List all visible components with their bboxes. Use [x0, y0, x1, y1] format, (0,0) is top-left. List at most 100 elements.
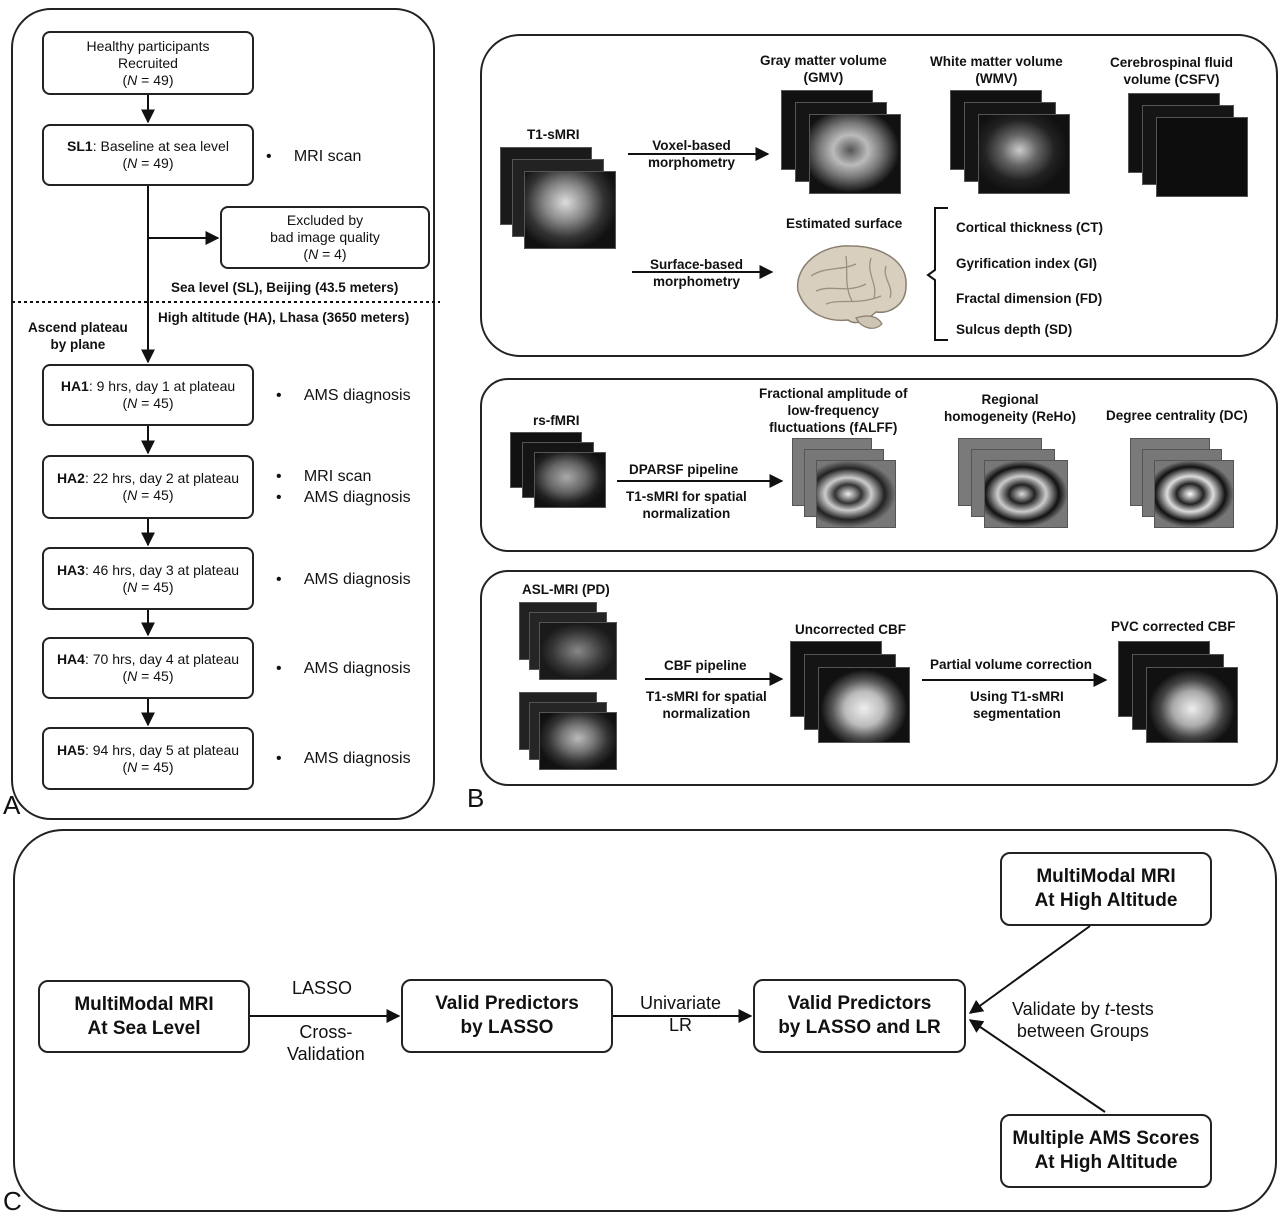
- ha4-n: (N = 45): [122, 668, 174, 684]
- dc-slice-1: [1154, 460, 1234, 528]
- high-altitude-label: High altitude (HA), Lhasa (3650 meters): [158, 310, 410, 325]
- wmv-stack: [950, 90, 1080, 196]
- ucbf-slice-1: [818, 667, 910, 743]
- pvc-corrected-label: PVC corrected CBF: [1111, 619, 1236, 634]
- asl-mri-label: ASL-MRI (PD): [522, 582, 610, 597]
- ha5-box: HA5: 94 hrs, day 5 at plateau (N = 45): [42, 727, 254, 790]
- recruit-line2: Recruited: [118, 54, 178, 71]
- panel-b-letter: B: [467, 783, 485, 813]
- dparsf-label: DPARSF pipeline: [629, 462, 739, 477]
- asl-stack-top: [519, 602, 624, 684]
- vbm-label: Voxel-based morphometry: [648, 138, 736, 170]
- csfv-slice-1: [1156, 117, 1248, 197]
- ha4-box: HA4: 70 hrs, day 4 at plateau (N = 45): [42, 637, 254, 699]
- lasso-label: LASSO: [292, 978, 353, 998]
- pd-slice-1: [539, 712, 617, 770]
- valid-lasso-lr-box: Valid Predictors by LASSO and LR: [753, 979, 966, 1053]
- univariate-lr-label: Univariate LR: [640, 993, 722, 1035]
- rs-fmri-stack: [510, 432, 610, 512]
- seg-label: Using T1-sMRI segmentation: [970, 689, 1064, 721]
- csfv-label: Cerebrospinal fluid volume (CSFV): [1110, 55, 1234, 87]
- arrow-ha-mri-to-lr: [968, 925, 1091, 1014]
- ha2-text: HA2: 22 hrs, day 2 at plateau: [56, 470, 240, 486]
- panel-b-perfusion-frame: [480, 570, 1278, 786]
- asl-slice-1: [539, 622, 617, 680]
- metrics-brace: [926, 207, 948, 341]
- ha4-note: • AMS diagnosis: [276, 660, 411, 677]
- ha3-box: HA3: 46 hrs, day 3 at plateau (N = 45): [42, 547, 254, 610]
- wmv-slice-1: [978, 114, 1070, 194]
- panel-b-functional-frame: [480, 378, 1278, 552]
- panel-b-structural-frame: [480, 34, 1278, 357]
- reho-stack: [958, 438, 1073, 530]
- t1-smri-stack: [500, 147, 620, 251]
- metric-fd: Fractal dimension (FD): [956, 291, 1103, 306]
- uncorrected-cbf-stack: [790, 641, 915, 745]
- validate-label: Validate by t-tests between Groups: [1012, 999, 1154, 1041]
- recruit-box: Healthy participants Recruited (N = 49): [42, 31, 254, 95]
- valid-lasso-box: Valid Predictors by LASSO: [401, 979, 613, 1053]
- ha2-note-ams: • AMS diagnosis: [276, 489, 411, 506]
- ha2-note-mri: • MRI scan: [276, 468, 372, 485]
- ha3-text: HA3: 46 hrs, day 3 at plateau: [56, 561, 240, 578]
- panel-a-letter: A: [3, 790, 21, 820]
- ha4-text: HA4: 70 hrs, day 4 at plateau: [56, 651, 240, 667]
- ascend-label: Ascend plateau by plane: [28, 320, 128, 352]
- excluded-box: Excluded by bad image quality (N = 4): [220, 206, 430, 269]
- metric-gi: Gyrification index (GI): [956, 256, 1098, 271]
- ha1-n: (N = 45): [122, 395, 174, 411]
- t1-slice-1: [524, 171, 616, 249]
- pvc-label: Partial volume correction: [930, 657, 1093, 672]
- dc-label: Degree centrality (DC): [1106, 408, 1248, 423]
- brain-surface-illustration: [796, 245, 907, 329]
- ha-mri-box: MultiModal MRI At High Altitude: [1000, 852, 1212, 926]
- excluded-n: (N = 4): [303, 246, 347, 262]
- cross-validation-label: Cross- Validation: [287, 1022, 365, 1064]
- panel-c-letter: C: [3, 1186, 22, 1216]
- gmv-label: Gray matter volume (GMV): [760, 53, 887, 85]
- recruit-n: (N = 49): [122, 71, 174, 88]
- fmri-norm-label: T1-sMRI for spatial normalization: [626, 489, 747, 521]
- sl1-text: SL1: Baseline at sea level: [67, 138, 229, 154]
- sea-level-label: Sea level (SL), Beijing (43.5 meters): [171, 280, 399, 295]
- ha5-n: (N = 45): [122, 758, 174, 775]
- sl1-note: • MRI scan: [266, 148, 362, 165]
- reho-label: Regional homogeneity (ReHo): [944, 392, 1077, 424]
- sl1-box: SL1: Baseline at sea level (N = 49): [42, 124, 254, 186]
- panel-c-frame: [13, 829, 1277, 1212]
- metric-ct: Cortical thickness (CT): [956, 220, 1104, 235]
- gmv-stack: [781, 90, 911, 196]
- ha3-n: (N = 45): [122, 578, 174, 595]
- sbm-label: Surface-based morphometry: [650, 257, 744, 289]
- falff-stack: [792, 438, 902, 530]
- excluded-line2: bad image quality: [270, 229, 380, 245]
- sea-level-mri-box: MultiModal MRI At Sea Level: [38, 980, 250, 1053]
- ha1-note: • AMS diagnosis: [276, 387, 411, 404]
- fmri-slice-1: [534, 452, 606, 508]
- falff-label: Fractional amplitude of low-frequency fl…: [759, 386, 908, 435]
- ha2-n: (N = 45): [122, 487, 174, 503]
- dc-stack: [1130, 438, 1245, 530]
- gmv-slice-1: [809, 114, 901, 194]
- pvc-cbf-stack: [1118, 641, 1243, 745]
- ha5-text: HA5: 94 hrs, day 5 at plateau: [56, 741, 240, 758]
- cbf-pipeline-label: CBF pipeline: [664, 658, 747, 673]
- ha3-note: • AMS diagnosis: [276, 571, 411, 588]
- perf-norm-label: T1-sMRI for spatial normalization: [646, 689, 767, 721]
- metric-sd: Sulcus depth (SD): [956, 322, 1073, 337]
- recruit-line1: Healthy participants: [86, 37, 210, 54]
- asl-stack-bottom: [519, 692, 624, 774]
- csfv-stack: [1128, 93, 1258, 199]
- rs-fmri-label: rs-fMRI: [533, 413, 580, 428]
- pcbf-slice-1: [1146, 667, 1238, 743]
- wmv-label: White matter volume (WMV): [930, 54, 1063, 86]
- falff-slice-1: [816, 460, 896, 528]
- ams-scores-box: Multiple AMS Scores At High Altitude: [1000, 1114, 1212, 1188]
- ha1-box: HA1: 9 hrs, day 1 at plateau (N = 45): [42, 364, 254, 426]
- ha5-note: • AMS diagnosis: [276, 750, 411, 767]
- sl1-n: (N = 49): [122, 155, 174, 171]
- ha1-text: HA1: 9 hrs, day 1 at plateau: [60, 378, 236, 394]
- t1-smri-label: T1-sMRI: [527, 127, 580, 142]
- ha2-box: HA2: 22 hrs, day 2 at plateau (N = 45): [42, 455, 254, 519]
